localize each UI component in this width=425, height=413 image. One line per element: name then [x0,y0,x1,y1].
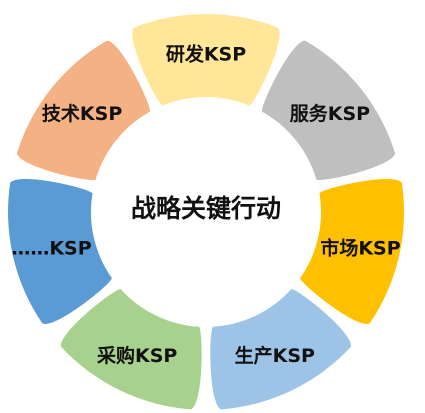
ring-segment-4 [60,289,202,410]
ring-segment-1 [261,40,396,181]
segments-layer [8,14,404,410]
segment-label-4: 采购KSP [97,344,177,367]
segment-label-3: 生产KSP [235,344,315,367]
ring-segment-5 [8,178,112,324]
ring-segment-3 [210,289,352,410]
segment-label-5: ……KSP [11,237,91,259]
segment-label-1: 服务KSP [290,102,370,125]
segment-label-0: 研发KSP [166,43,246,66]
ring-segment-2 [300,178,404,324]
ring-segment-6 [16,40,151,181]
center-title: 战略关键行动 [131,194,281,223]
segment-label-6: 技术KSP [42,102,122,125]
ring-segment-0 [132,14,280,106]
segment-label-2: 市场KSP [320,236,400,259]
labels-layer: 研发KSP 服务KSP 市场KSP 生产KSP 采购KSP ……KSP 技术KSP [11,43,400,367]
